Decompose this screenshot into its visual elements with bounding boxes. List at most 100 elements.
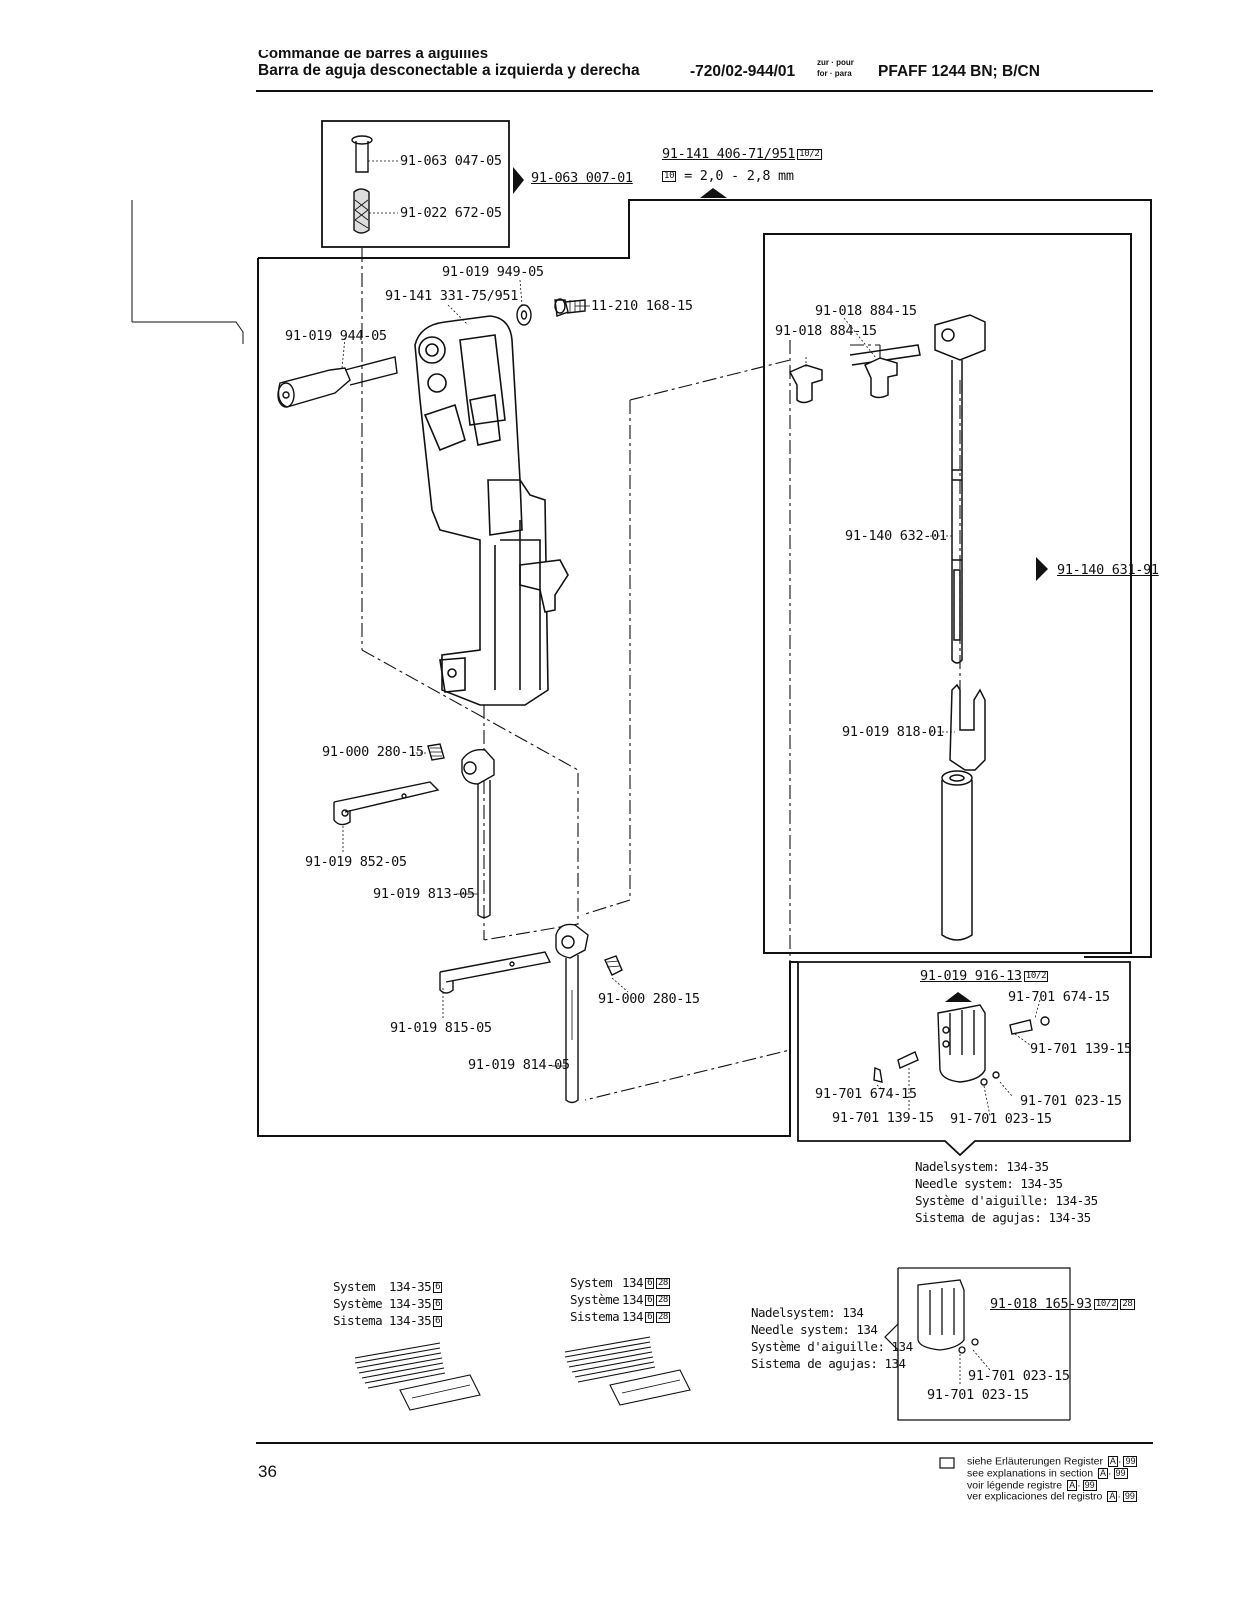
footer-note-text: see explanations in section (967, 1467, 1094, 1480)
footer-note: siehe Erläuterungen Register A·99 (967, 1455, 1138, 1468)
part-label-kit-top: 91-063 047-05 (400, 153, 502, 169)
part-label-632: 91-140 632-01 (845, 528, 947, 544)
part-label-631: 91-140 631-91 (1057, 562, 1159, 578)
part-label-674a: 91-701 674-15 (1008, 989, 1110, 1005)
part-label-023c: 91-701 023-15 (968, 1368, 1070, 1384)
header-machine: PFAFF 1244 BN; B/CN (878, 63, 1040, 80)
footer-note-tag: 99 (1123, 1456, 1138, 1467)
part-label-852: 91-019 852-05 (305, 854, 407, 870)
system-2-tag: 28 (656, 1278, 670, 1289)
part-label-280b: 91-000 280-15 (598, 991, 700, 1007)
footer-note-text: voir légende registre (967, 1478, 1063, 1491)
needle-system-b-fr: Système d'aiguille: 134 (751, 1339, 913, 1354)
footer-note-tag: 99 (1113, 1467, 1128, 1479)
header-zur-pour: zur · pour (817, 58, 854, 67)
part-label-944: 91-019 944-05 (285, 328, 387, 344)
footer-note-tag: 99 (1082, 1479, 1097, 1491)
footer-note: voir légende registre A·99 (967, 1478, 1097, 1491)
header-for-para: for · para (817, 69, 852, 78)
footer-note-tag: A (1107, 1456, 1118, 1467)
footer-notes: siehe Erläuterungen Register A·99 see ex… (967, 1455, 1138, 1503)
system-1-label: System (333, 1279, 376, 1294)
system-1-value: 134-35 (389, 1279, 432, 1294)
system-2-value: 134 (622, 1275, 644, 1290)
part-label-949: 91-019 949-05 (442, 264, 544, 280)
system-1-tag: 6 (433, 1299, 443, 1310)
header-code: -720/02-944/01 (690, 63, 796, 80)
part-label-818: 91-019 818-01 (842, 724, 944, 740)
adjust-spec-tag: 10 (662, 170, 677, 182)
system-2-label: Sistema (570, 1309, 620, 1324)
system-1-value: 134-35 (389, 1296, 432, 1311)
part-165-tag-2: 28 (1120, 1298, 1135, 1310)
system-2-tag: 6 (645, 1278, 654, 1289)
system-2-label: Système (570, 1292, 620, 1307)
system-2-tag: 6 (645, 1312, 654, 1323)
needle-system-a-es: Sistema de agujas: 134-35 (915, 1210, 1091, 1225)
system-2-value: 134 (622, 1292, 644, 1307)
system-1-label: Sistema (333, 1313, 383, 1328)
part-label-023d: 91-701 023-15 (927, 1387, 1029, 1403)
system-2-tag: 28 (656, 1312, 670, 1323)
part-label-884b: 91-018 884-15 (775, 323, 877, 339)
footer-note-text: ver explicaciones del registro (967, 1490, 1103, 1503)
needle-system-b-en: Needle system: 134 (751, 1322, 878, 1337)
part-label-139b: 91-701 139-15 (832, 1110, 934, 1126)
footer-note-tag: A (1107, 1491, 1118, 1503)
system-2-value: 134 (622, 1309, 644, 1324)
system-1-label: Système (333, 1296, 383, 1311)
needle-fan-1 (354, 1342, 481, 1411)
part-label-815: 91-019 815-05 (390, 1020, 492, 1036)
needle-system-a-fr: Système d'aiguille: 134-35 (915, 1193, 1098, 1208)
needle-system-b-de: Nadelsystem: 134 (751, 1305, 864, 1320)
needle-system-b: Nadelsystem: 134 Needle system: 134 Syst… (751, 1304, 913, 1372)
part-label-kit-ref: 91-063 007-01 (531, 170, 633, 186)
footer-note: ver explicaciones del registro A·99 (967, 1490, 1137, 1503)
part-916-tag: 10/2 (1023, 970, 1049, 982)
footer-note-tag: 99 (1122, 1491, 1137, 1503)
part-165-tag-1: 10/2 (1093, 1298, 1119, 1310)
needle-system-a-de: Nadelsystem: 134-35 (915, 1159, 1049, 1174)
needle-system-b-es: Sistema de agujas: 134 (751, 1356, 906, 1371)
part-label-813: 91-019 813-05 (373, 886, 475, 902)
part-label-023b: 91-701 023-15 (950, 1111, 1052, 1127)
footer-note-tag: A (1098, 1467, 1109, 1479)
part-label-814: 91-019 814-05 (468, 1057, 570, 1073)
part-label-674b: 91-701 674-15 (815, 1086, 917, 1102)
page-number: 36 (258, 1462, 277, 1481)
part-165-number: 91-018 165-93 (990, 1296, 1092, 1312)
footer-note-text: siehe Erläuterungen Register (967, 1455, 1103, 1468)
footer-note-tag: A (1067, 1479, 1078, 1491)
adjust-ref-tag: 10/2 (797, 148, 822, 160)
system-1-tag: 6 (433, 1316, 443, 1327)
needle-system-a-en: Needle system: 134-35 (915, 1176, 1063, 1191)
system-2-label: System (570, 1275, 613, 1290)
part-label-023a: 91-701 023-15 (1020, 1093, 1122, 1109)
part-label-280a: 91-000 280-15 (322, 744, 424, 760)
part-916-number: 91-019 916-13 (920, 968, 1022, 984)
part-label-884a: 91-018 884-15 (815, 303, 917, 319)
part-label-139a: 91-701 139-15 (1030, 1041, 1132, 1057)
system-1-value: 134-35 (389, 1313, 432, 1328)
part-label-adjust-spec: 10 = 2,0 - 2,8 mm (662, 168, 794, 184)
header-title: Barra de aguja desconectable a izquierda… (258, 62, 640, 79)
part-label-331: 91-141 331-75/951 (385, 288, 519, 304)
system-2-tag: 28 (656, 1295, 670, 1306)
system-1-tag: 6 (433, 1282, 443, 1293)
adjust-spec-value: = 2,0 - 2,8 mm (684, 168, 794, 184)
needle-system-a: Nadelsystem: 134-35 Needle system: 134-3… (915, 1158, 1098, 1226)
part-label-kit-bottom: 91-022 672-05 (400, 205, 502, 221)
footer-note: see explanations in section A·99 (967, 1467, 1128, 1480)
header-line-1: Commande de barres à aiguilles (258, 50, 489, 60)
